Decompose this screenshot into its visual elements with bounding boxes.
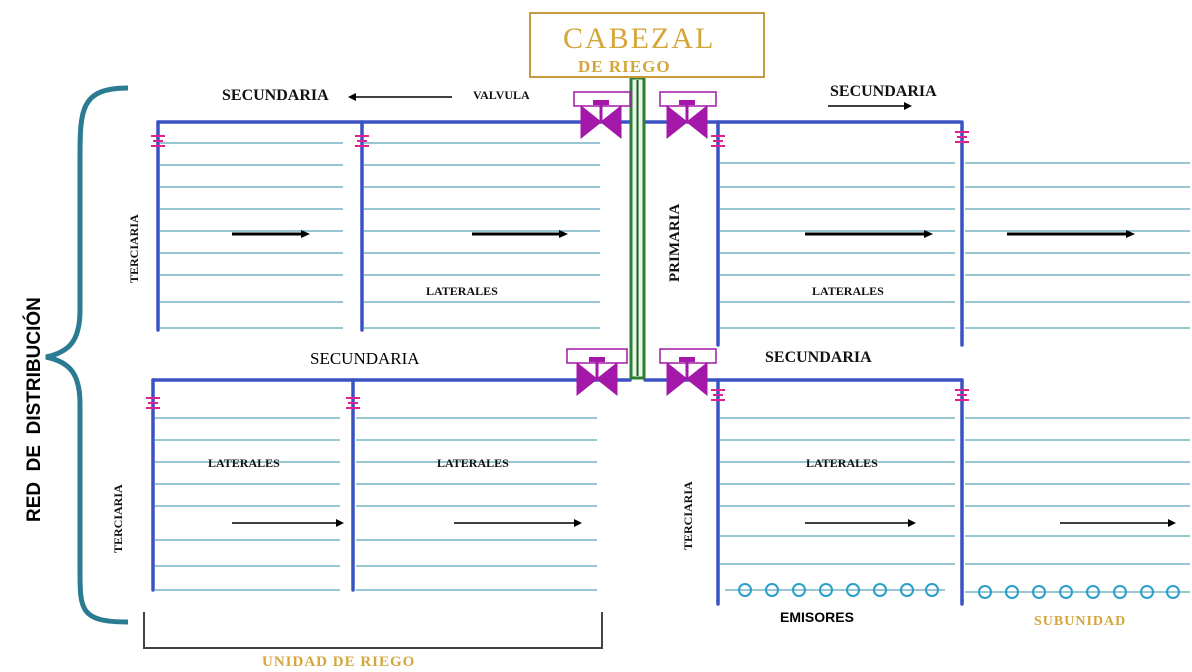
side-label: RED DE DISTRIBUCIÓN xyxy=(24,297,45,522)
laterals-bottom-right xyxy=(720,417,1190,565)
label-terciaria-br: TERCIARIA xyxy=(681,481,695,550)
cabezal-title: CABEZAL xyxy=(563,22,716,55)
laterals-bottom-left xyxy=(155,417,597,591)
label-unidad: UNIDAD DE RIEGO xyxy=(262,654,416,670)
brace-icon xyxy=(45,85,129,625)
label-secundaria-tl: SECUNDARIA xyxy=(222,87,329,104)
label-laterales-3: LATERALES xyxy=(208,456,280,470)
label-terciaria-tl: TERCIARIA xyxy=(127,214,141,283)
flow-arrow-icon xyxy=(232,93,1176,527)
secondary-pipes xyxy=(151,120,964,382)
label-laterales-1: LATERALES xyxy=(426,284,498,298)
label-secundaria-tr: SECUNDARIA xyxy=(830,83,937,100)
label-secundaria-br: SECUNDARIA xyxy=(765,349,872,366)
label-secundaria-bl: SECUNDARIA xyxy=(310,349,420,368)
label-laterales-4: LATERALES xyxy=(437,456,509,470)
label-laterales-2: LATERALES xyxy=(812,284,884,298)
cabezal-box xyxy=(529,12,765,78)
label-subunidad: SUBUNIDAD xyxy=(1034,614,1127,629)
cabezal-subtitle: DE RIEGO xyxy=(578,57,671,76)
label-laterales-5: LATERALES xyxy=(806,456,878,470)
unidad-bracket xyxy=(143,612,603,649)
emitter-icon xyxy=(725,583,1190,599)
label-valvula: VALVULA xyxy=(473,88,530,102)
pipe-junction-icon xyxy=(146,131,969,409)
tertiary-pipes xyxy=(151,120,964,606)
label-terciaria-bl: TERCIARIA xyxy=(111,484,125,553)
laterals-top-left xyxy=(160,142,600,329)
laterals-top-right xyxy=(720,162,1190,329)
label-primaria: PRIMARIA xyxy=(667,203,683,282)
valve-icon xyxy=(566,91,717,397)
label-emisores: EMISORES xyxy=(780,609,854,625)
